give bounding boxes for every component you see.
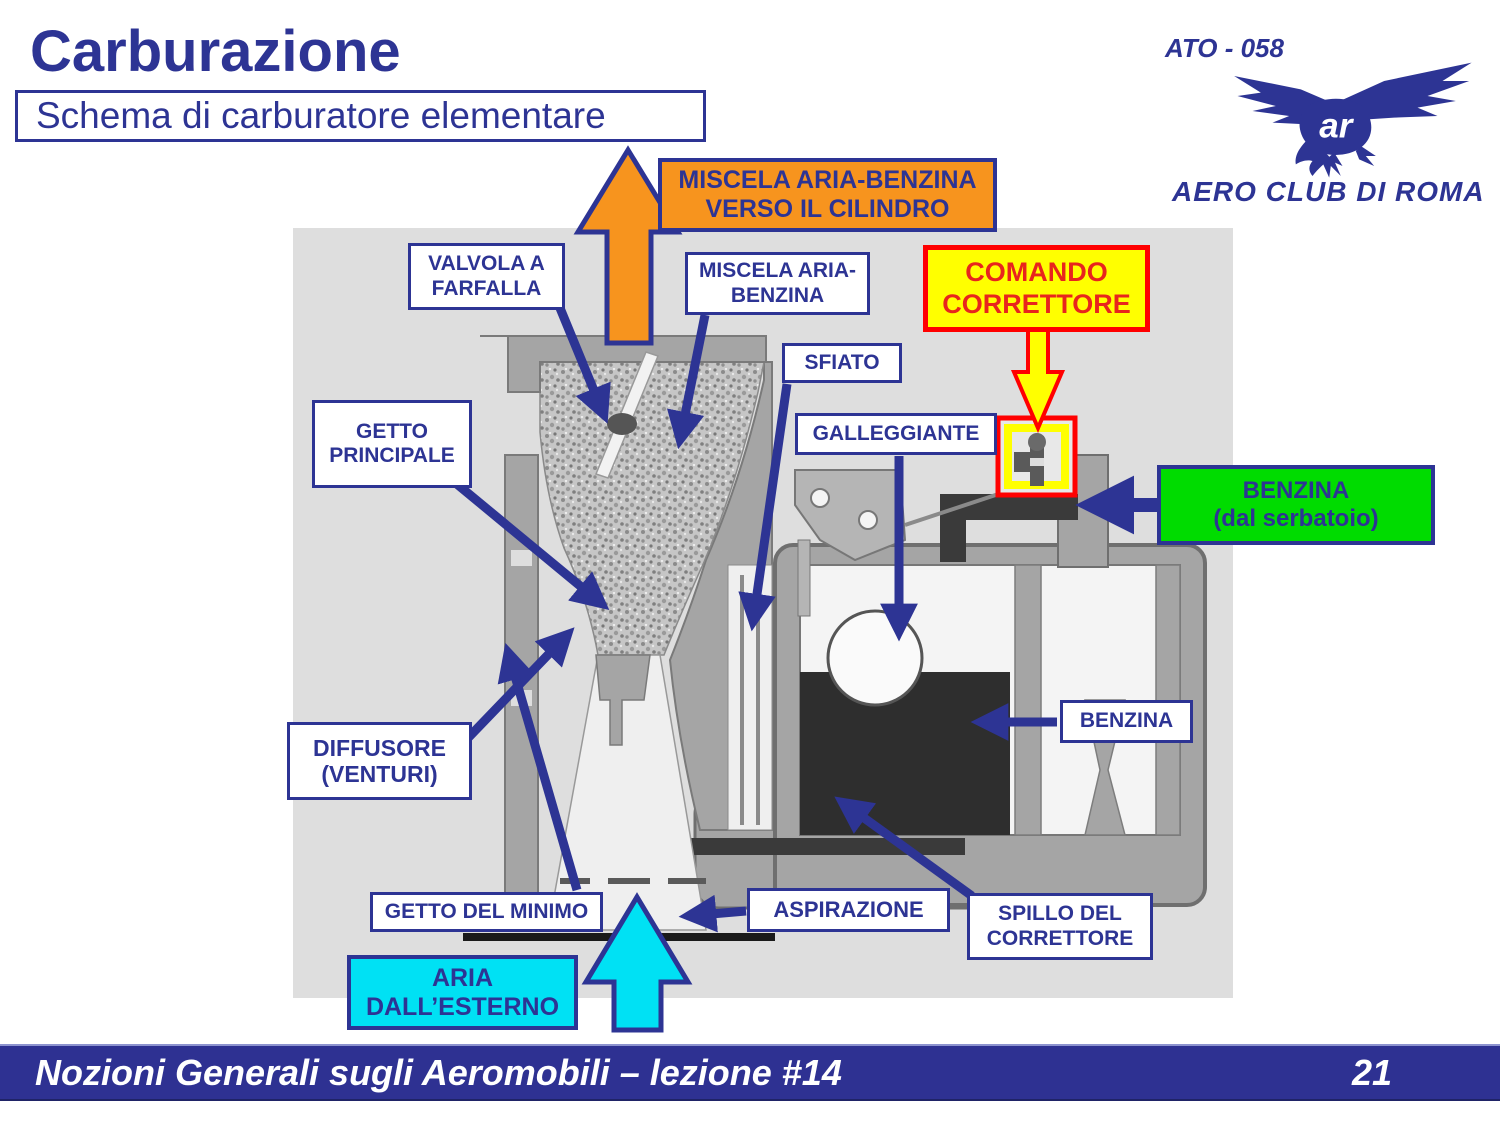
label-galleggiante: GALLEGGIANTE: [795, 413, 997, 455]
mixture-leader-arrow: [667, 314, 710, 450]
label-getto-del-minimo: GETTO DEL MINIMO: [370, 892, 603, 932]
main-jet-nozzle: [595, 654, 651, 746]
label-comando-correttore: COMANDO CORRETTORE: [923, 245, 1150, 332]
aero-club-logo: ATO - 058 ar AERO CLUB DI ROMA: [1150, 30, 1500, 210]
eagle-logo-icon: ar: [1234, 62, 1472, 178]
ato-code-text: ATO - 058: [1165, 33, 1284, 63]
fuel-inlet-pipe: [940, 494, 1078, 562]
label-sfiato: SFIATO: [782, 343, 902, 383]
footer-bar: Nozioni Generali sugli Aeromobili – lezi…: [0, 1044, 1500, 1101]
idle-jet-leader-arrow: [497, 642, 582, 892]
label-miscela-verso-cilindro: MISCELA ARIA-BENZINA VERSO IL CILINDRO: [658, 158, 997, 232]
flow-arrows: [573, 145, 1157, 1033]
subtitle-box: Schema di carburatore elementare: [15, 90, 706, 142]
needle-leader-arrow: [834, 796, 975, 900]
mixture-up-arrow: [573, 145, 683, 346]
intake-leader-arrow: [678, 894, 747, 933]
footer-page-number: 21: [1351, 1051, 1392, 1093]
label-aria-dall-esterno: ARIA DALL’ESTERNO: [347, 955, 578, 1030]
label-getto-principale: GETTO PRINCIPALE: [312, 400, 472, 488]
aero-club-name: AERO CLUB DI ROMA: [1172, 176, 1485, 207]
page-title: Carburazione: [30, 19, 401, 84]
corrector-down-arrow: [1010, 328, 1066, 434]
label-aspirazione: ASPIRAZIONE: [747, 888, 950, 932]
label-valvola-a-farfalla: VALVOLA A FARFALLA: [408, 243, 565, 310]
vent-leader-arrow: [738, 383, 792, 632]
label-diffusore-venturi: DIFFUSORE (VENTURI): [287, 722, 472, 800]
fuel-region: [800, 672, 1010, 835]
air-up-arrow: [581, 892, 693, 1033]
label-benzina-dal-serbatoio: BENZINA (dal serbatoio): [1157, 465, 1435, 545]
subtitle-text: Schema di carburatore elementare: [36, 95, 606, 136]
main-jet-leader-arrow: [449, 476, 610, 611]
throttle-leader-arrow: [555, 306, 611, 424]
eagle-monogram: ar: [1319, 107, 1354, 146]
leader-arrows: [449, 306, 1057, 933]
carburetor-base-drawing: [293, 228, 1233, 998]
float-ball: [826, 609, 924, 707]
label-benzina: BENZINA: [1060, 700, 1193, 743]
footer-course-title: Nozioni Generali sugli Aeromobili – lezi…: [35, 1051, 842, 1093]
label-miscela-aria-benzina: MISCELA ARIA- BENZINA: [685, 252, 870, 315]
label-spillo-del-correttore: SPILLO DEL CORRETTORE: [967, 893, 1153, 960]
